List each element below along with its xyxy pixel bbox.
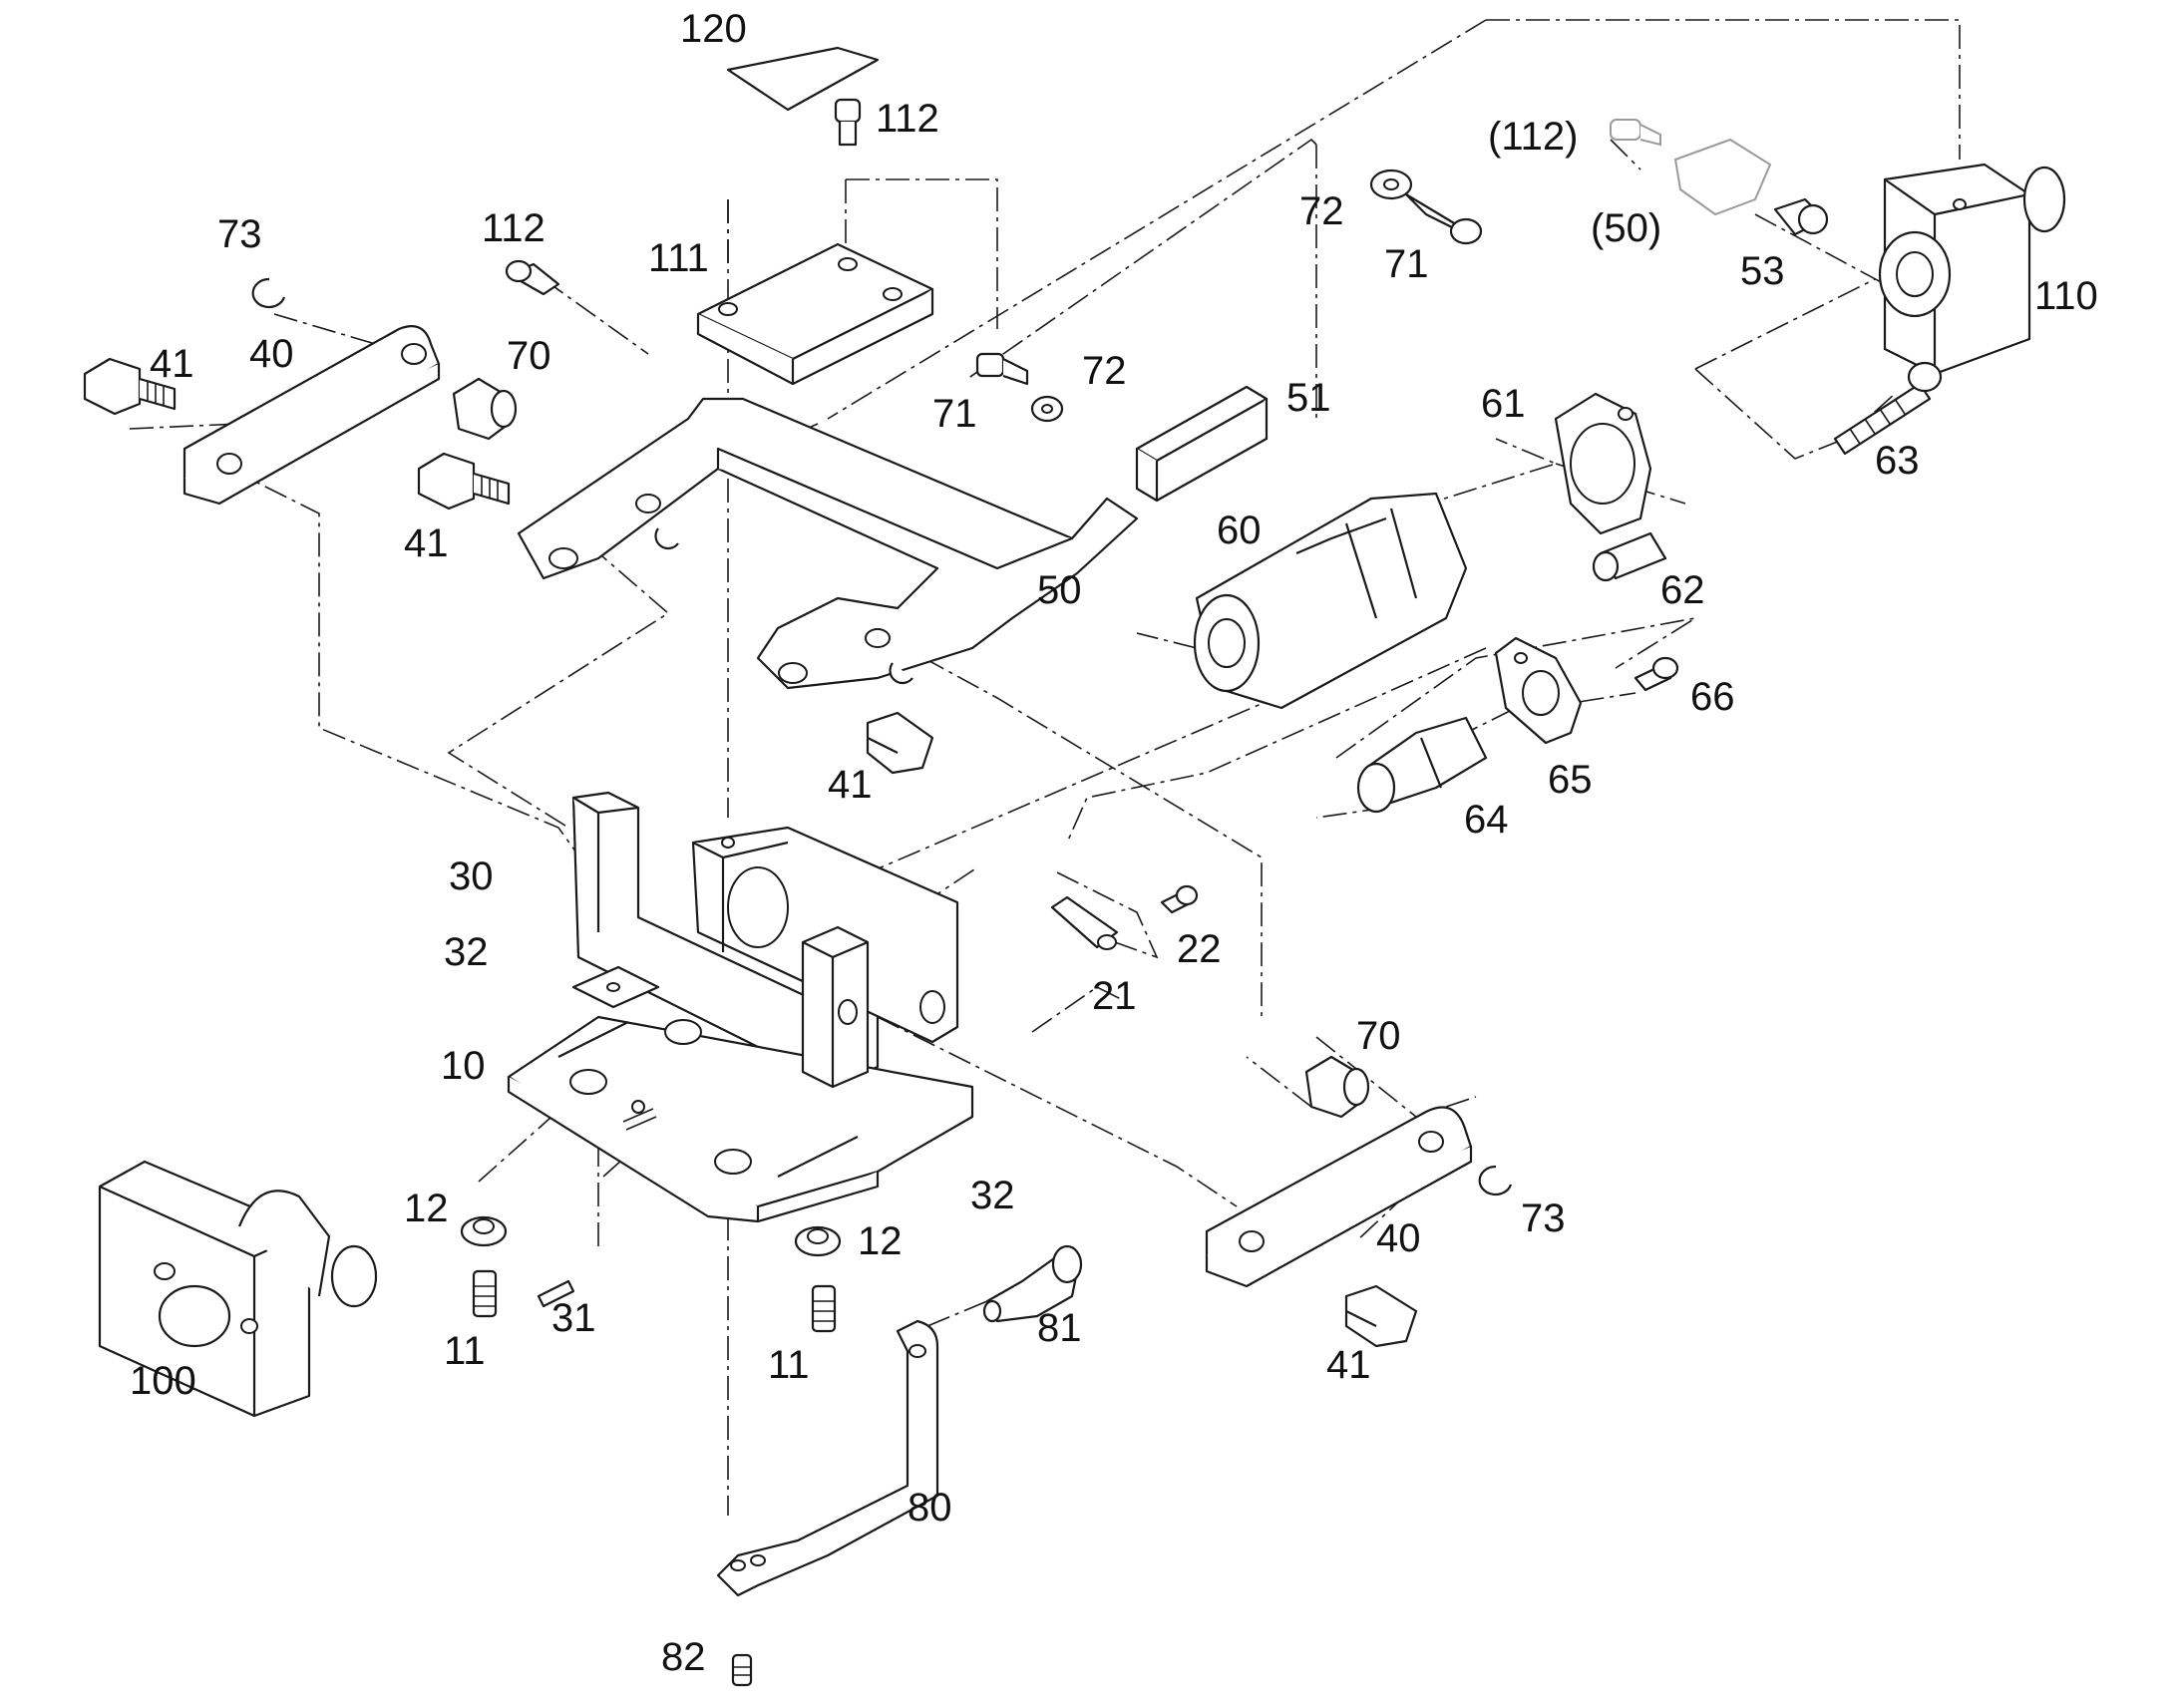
part-62-dowel [1592, 531, 1667, 582]
part-70-nut-right [1304, 1055, 1370, 1119]
part-65-gasket-plate [1494, 636, 1583, 745]
callout-110: 110 [2034, 274, 2098, 318]
part-11-screw-left [472, 1269, 498, 1318]
part-81-fitting [982, 1244, 1083, 1323]
callout-82: 82 [661, 1635, 706, 1679]
callout-60: 60 [1217, 509, 1262, 552]
bracket-post-right [801, 925, 870, 1089]
part-61-flange [1554, 392, 1652, 535]
callout-31: 31 [551, 1296, 596, 1340]
part-72-washer-top [1369, 169, 1413, 200]
part-73-ring-left [251, 277, 286, 309]
part-60-cylinder [1193, 492, 1468, 710]
callout-120: 120 [680, 7, 747, 51]
callout-71-center: 71 [932, 392, 977, 436]
callout-80: 80 [908, 1486, 952, 1530]
callout-41-d: 41 [1326, 1343, 1371, 1387]
part-73-ring-right [1478, 1165, 1513, 1196]
callout-72-top: 72 [1299, 189, 1344, 233]
part-10-base-plate [507, 1015, 974, 1223]
callout-70-right: 70 [1356, 1014, 1401, 1058]
callout-50: 50 [1037, 568, 1082, 612]
callout-71-top: 71 [1384, 242, 1429, 286]
part-32-shim-left [571, 965, 660, 1009]
part-31-pin [537, 1279, 575, 1308]
part-50-main-fork [517, 397, 1139, 690]
callout-10: 10 [441, 1044, 486, 1088]
callout-65: 65 [1548, 758, 1593, 802]
callout-41-b: 41 [404, 521, 449, 565]
part-64-valve-fitting [1356, 716, 1488, 814]
part-80-bent-arm [716, 1319, 939, 1597]
callout-73-left: 73 [217, 212, 262, 256]
callout-61: 61 [1481, 382, 1526, 426]
part-100-plug-block [98, 1160, 378, 1418]
part-66-screw [1634, 656, 1679, 692]
callout-72-center: 72 [1082, 349, 1127, 393]
callout-12-left: 12 [404, 1187, 449, 1230]
part-71-bolt-center [975, 352, 1029, 386]
callout-labels: 120 112 111 112 73 41 40 70 41 71 72 72 … [130, 7, 2098, 1679]
callout-11-left: 11 [444, 1329, 486, 1373]
callout-53: 53 [1740, 249, 1785, 293]
callout-40-right: 40 [1376, 1216, 1421, 1260]
part-72-washer-center [1030, 395, 1064, 423]
part-12-washer-right [794, 1225, 842, 1257]
callout-73-right: 73 [1521, 1196, 1566, 1240]
part-21-key-plate [1050, 895, 1119, 950]
part-70-nut-left [452, 377, 518, 441]
callout-30: 30 [449, 854, 494, 898]
part-41-bolt-c [866, 711, 934, 775]
callout-100: 100 [130, 1359, 196, 1403]
callout-112-left: 112 [482, 206, 545, 250]
callout-51: 51 [1286, 376, 1331, 420]
callout-40-left: 40 [249, 332, 294, 376]
callout-50-ghost: (50) [1591, 206, 1661, 250]
part-40-link-left [182, 325, 441, 506]
part-110-sensor-block [1878, 163, 2066, 376]
part-120-label-plate [726, 46, 880, 112]
part-112-ghost-screw [1610, 119, 1661, 147]
callout-70-left: 70 [507, 334, 551, 378]
part-71-bolt-top [1404, 192, 1483, 245]
part-53-bushing [1773, 197, 1829, 236]
callout-111: 111 [648, 236, 709, 280]
callout-64: 64 [1464, 798, 1509, 842]
part-63-long-screw [1833, 361, 1943, 456]
callout-112-ghost: (112) [1488, 115, 1578, 159]
callout-81: 81 [1037, 1306, 1082, 1350]
callout-32-left: 32 [444, 930, 489, 974]
part-111-cover-plate [696, 242, 934, 386]
part-112-screw-left [505, 259, 560, 296]
part-51-key-bar [1135, 385, 1269, 503]
part-11-screw-right [811, 1284, 837, 1333]
callout-62: 62 [1660, 568, 1705, 612]
callout-63: 63 [1875, 439, 1920, 483]
part-22-screw [1160, 884, 1199, 914]
callout-41-c: 41 [828, 763, 873, 807]
part-82-screw [731, 1653, 753, 1687]
callout-21: 21 [1092, 974, 1137, 1018]
part-112-screw-top [834, 98, 862, 147]
part-50-ghost-bracket [1673, 138, 1772, 216]
part-41-bolt-b [417, 452, 511, 511]
callout-41-a: 41 [150, 342, 194, 386]
part-41-bolt-a [83, 357, 177, 416]
callout-12-right: 12 [858, 1219, 903, 1263]
callout-32-right: 32 [970, 1174, 1015, 1217]
part-40-link-right [1205, 1106, 1473, 1288]
part-12-washer-left [460, 1215, 508, 1247]
part-41-bolt-d [1344, 1284, 1418, 1348]
callout-66: 66 [1690, 675, 1735, 719]
callout-22: 22 [1177, 927, 1222, 971]
callout-11-right: 11 [768, 1343, 810, 1387]
callout-112-top: 112 [876, 97, 939, 141]
